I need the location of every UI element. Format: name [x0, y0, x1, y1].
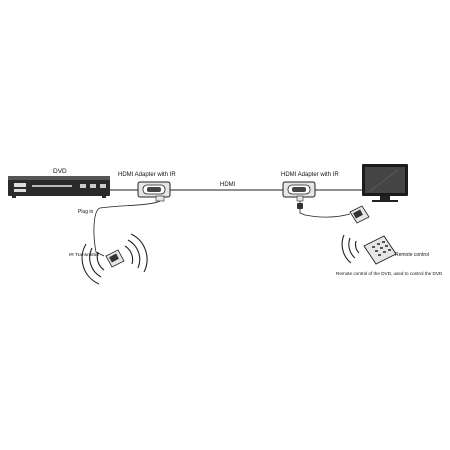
ir-receiver-device	[349, 205, 370, 224]
ir-receiver-eye	[297, 203, 303, 209]
dvd-player	[8, 176, 110, 198]
ir-cable	[93, 200, 161, 257]
hdmi-label: HDMI	[220, 182, 236, 188]
ir-waves-remote	[341, 234, 360, 264]
remote-control-label: Remote control	[395, 252, 429, 258]
remote-caption: Remote control of the DVD, used to contr…	[336, 271, 443, 276]
hdmi-adapter-right	[282, 181, 362, 202]
remote-control	[363, 235, 397, 265]
tv-monitor	[362, 164, 408, 202]
plug-in-label: Plug in	[78, 209, 94, 215]
ir-transmitter-label: IR Transmitter	[69, 252, 100, 258]
dvd-label: DVD	[53, 168, 67, 175]
adapter-left-label: HDMI Adapter with IR	[118, 172, 176, 178]
ir-transmitter	[105, 249, 125, 268]
adapter-right-label: HDMI Adapter with IR	[281, 172, 339, 178]
hdmi-adapter-left	[110, 181, 171, 202]
ir-waves-left	[81, 233, 148, 285]
